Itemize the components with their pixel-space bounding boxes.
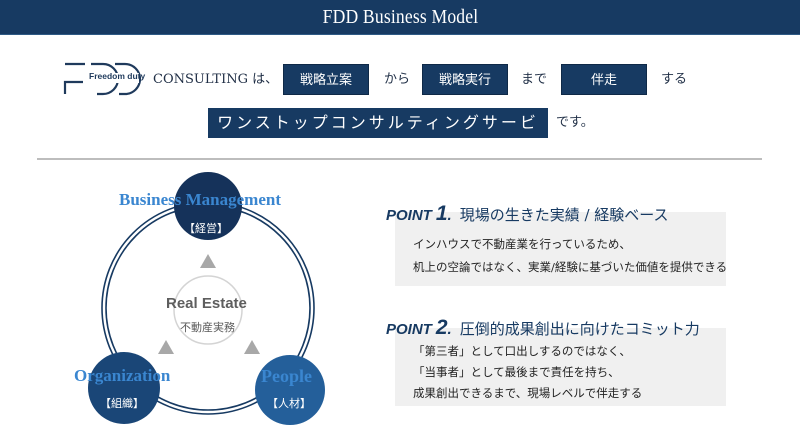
point-2-line-3: 成果創出できるまで、現場レベルで伴走する [413, 386, 643, 400]
one-stop-service-badge: ワンストップコンサルティングサービス [208, 108, 548, 162]
point-1-heading: POINT 1 . 現場の生きた実績 / 経験ベース [386, 202, 669, 226]
point-2-box [395, 328, 726, 406]
people-label: People [261, 366, 312, 386]
real-estate-label: Real Estate [166, 295, 247, 312]
organization-circle [88, 352, 160, 424]
people-subtitle: 【人材】 [267, 397, 311, 410]
organization-label: Organization [74, 366, 171, 385]
section-divider [37, 158, 762, 160]
until-text: まで [521, 72, 548, 87]
diagram-graphics [88, 172, 325, 425]
from-text: から [384, 72, 411, 87]
point-2-dot: . [447, 321, 452, 338]
point-1-dot: . [447, 207, 452, 224]
point-2-heading: POINT 2 . 圧倒的成果創出に向けたコミット力 [386, 316, 700, 340]
do-text: する [661, 72, 688, 87]
business-management-subtitle: 【経営】 [184, 222, 228, 235]
point-1-title: 現場の生きた実績 / 経験ベース [459, 206, 669, 224]
arrow-up-icon [200, 254, 216, 268]
point-2-label: POINT [386, 321, 432, 338]
company-text: CONSULTING は、 [153, 72, 279, 87]
point-2-number: 2 [435, 316, 448, 339]
fdd-logo: Freedom duty [63, 60, 145, 96]
point-1-box [395, 212, 726, 286]
point-1-line-1: インハウスで不動産業を行っているため、 [413, 237, 631, 251]
page-title: FDD Business Model [322, 5, 478, 28]
business-model-diagram: Business Management 【経営】 Real Estate 不動産… [60, 170, 360, 448]
organization-subtitle: 【組織】 [100, 397, 144, 410]
people-circle [255, 355, 325, 425]
desu-text: です。 [556, 115, 594, 130]
point-1-label: POINT [386, 207, 432, 224]
business-management-circle [174, 172, 242, 240]
header-bar: FDD Business Model [0, 0, 800, 35]
strategy-execution-badge: 戦略実行 [422, 64, 508, 95]
accompany-badge: 伴走 [561, 64, 647, 95]
point-2-title: 圧倒的成果創出に向けたコミット力 [459, 320, 700, 338]
center-circle [173, 275, 243, 345]
arrow-right-icon [244, 340, 260, 354]
arrow-left-icon [158, 340, 174, 354]
tagline-row: CONSULTING は、 戦略立案 から 戦略実行 まで 伴走 する [0, 64, 800, 95]
point-1-number: 1 [435, 202, 448, 225]
logo-text: Freedom duty [89, 71, 146, 81]
strategy-planning-badge: 戦略立案 [283, 64, 369, 95]
fdd-logo-mark [63, 62, 142, 96]
real-estate-subtitle: 不動産実務 [180, 322, 235, 334]
point-1-line-2: 机上の空論ではなく、実業/経験に基づいた価値を提供できる [413, 260, 728, 274]
point-2-line-1: 「第三者」として口出しするのではなく、 [413, 344, 631, 358]
business-management-label: Business Management [119, 190, 281, 209]
point-2-line-2: 「当事者」として最後まで責任を持ち、 [413, 365, 620, 379]
